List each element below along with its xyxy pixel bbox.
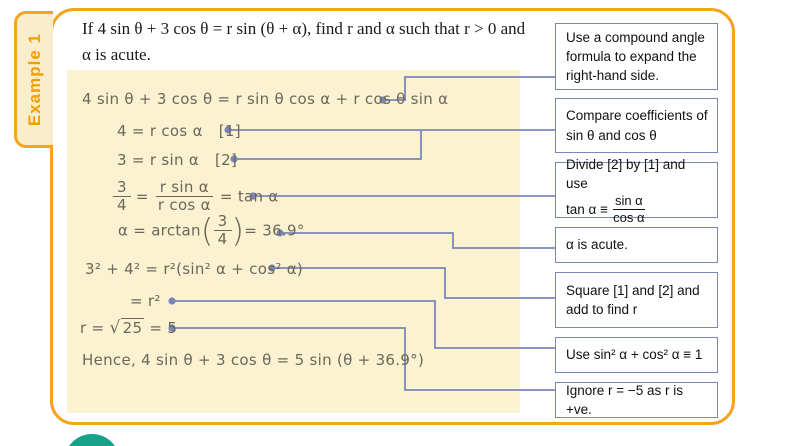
equation-root: r = √25 = 5 (80, 318, 177, 338)
equation-root-pre: r = (80, 319, 110, 337)
radicand: 25 (120, 318, 145, 337)
callout-ignore-negative-text: Ignore r = −5 as r is +ve. (566, 382, 684, 417)
problem-statement: If 4 sin θ + 3 cos θ = r sin (θ + α), fi… (82, 16, 552, 67)
example-label-tab: Example 1 (14, 11, 53, 148)
equation-arctan-tail: = 36.9° (244, 221, 305, 240)
equals-sign: = (135, 187, 149, 206)
equation-root-tail: = 5 (144, 319, 178, 337)
equation-squares: 3² + 4² = r²(sin² α + cos² α) (85, 260, 304, 278)
equation-coeff-1: 4 = r cos α [1] (117, 122, 241, 140)
close-paren: ) (231, 211, 245, 250)
open-paren: ( (200, 211, 214, 250)
callout-identity-text: Use sin² α + cos² α ≡ 1 (566, 347, 703, 363)
problem-statement-line1: If 4 sin θ + 3 cos θ = r sin (θ + α), fi… (82, 19, 526, 38)
callout-compare-coefficients-text: Compare coefficients of sin θ and cos θ (566, 108, 708, 143)
equation-conclusion: Hence, 4 sin θ + 3 cos θ = 5 sin (θ + 36… (82, 351, 425, 369)
callout-ignore-negative: Ignore r = −5 as r is +ve. (555, 382, 718, 418)
equation-tan-tail: = tan α (219, 187, 279, 206)
radical-sign: √ (109, 318, 121, 338)
callout-acute-text: α is acute. (566, 237, 628, 253)
equation-coeff-2-body: 3 = r sin α (117, 151, 200, 169)
page-number-badge (64, 434, 120, 446)
equation-coeff-1-body: 4 = r cos α (117, 122, 203, 140)
problem-statement-line2: α is acute. (82, 44, 151, 64)
equation-coeff-2: 3 = r sin α [2] (117, 151, 237, 169)
equation-arctan-pre: α = arctan (118, 221, 201, 240)
equation-ref-2: [2] (215, 151, 238, 169)
callout-divide-pre: tan α ≡ (566, 201, 608, 217)
callout-compound-angle-text: Use a compound angle formula to expand t… (566, 29, 705, 84)
equation-ref-1: [1] (218, 122, 241, 140)
equation-r-squared: = r² (130, 292, 161, 310)
callout-divide-line1: Divide [2] by [1] and use (566, 156, 686, 191)
callout-identity: Use sin² α + cos² α ≡ 1 (555, 337, 718, 373)
example-label: Example 1 (25, 32, 44, 127)
callout-acute: α is acute. (555, 227, 718, 263)
callout-compare-coefficients: Compare coefficients of sin θ and cos θ (555, 98, 718, 153)
callout-square-add: Square [1] and [2] and add to find r (555, 272, 718, 328)
callout-square-add-text: Square [1] and [2] and add to find r (566, 282, 700, 317)
equation-expand: 4 sin θ + 3 cos θ = r sin θ cos α + r co… (82, 90, 449, 108)
callout-compound-angle: Use a compound angle formula to expand t… (555, 23, 718, 90)
